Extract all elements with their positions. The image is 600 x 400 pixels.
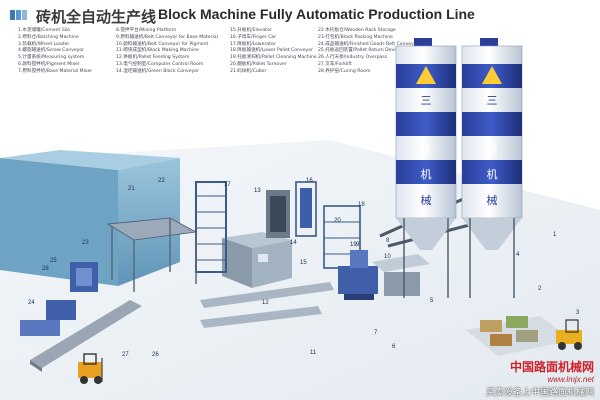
callout-number: 23 (82, 240, 89, 246)
block-packing-machine (70, 262, 98, 292)
watermark: 中国路面机械网 www.lmjx.net 买卖设备上中国路面机械网 (486, 358, 594, 398)
callout-number: 27 (122, 352, 129, 358)
computer-control-room (222, 232, 292, 288)
callout-number: 16 (306, 178, 313, 184)
callout-number: 25 (50, 258, 57, 264)
silo-label: 机 (487, 167, 498, 181)
callout-number: 17 (224, 182, 231, 188)
callout-number: 10 (384, 254, 391, 260)
callout-number: 21 (128, 186, 135, 192)
callout-number: 26 (152, 352, 159, 358)
silo-label: 三 (487, 94, 498, 107)
callout-number: 20 (334, 218, 341, 224)
callout-number: 28 (42, 266, 49, 272)
silo-label: 三 (421, 94, 432, 107)
callout-number: 24 (28, 300, 35, 306)
silo-label: 械 (487, 193, 498, 207)
silo-label: 联 (421, 142, 432, 155)
watermark-url: www.lmjx.net (486, 375, 594, 384)
watermark-slogan: 买卖设备上中国路面机械网 (486, 385, 594, 398)
callout-number: 22 (158, 178, 165, 184)
watermark-title: 中国路面机械网 (486, 358, 594, 375)
callout-number: 11 (310, 350, 317, 356)
callout-number: 14 (290, 240, 297, 246)
callout-number: 15 (300, 260, 307, 266)
callout-number: 19 (350, 242, 357, 248)
silo-label: 械 (421, 193, 432, 207)
callout-number: 13 (254, 188, 261, 194)
callout-number: 18 (358, 202, 365, 208)
silo-label: 机 (421, 167, 432, 181)
lowerator-rack (266, 190, 290, 238)
callout-number: 12 (262, 300, 269, 306)
silo-label: 联 (487, 142, 498, 155)
